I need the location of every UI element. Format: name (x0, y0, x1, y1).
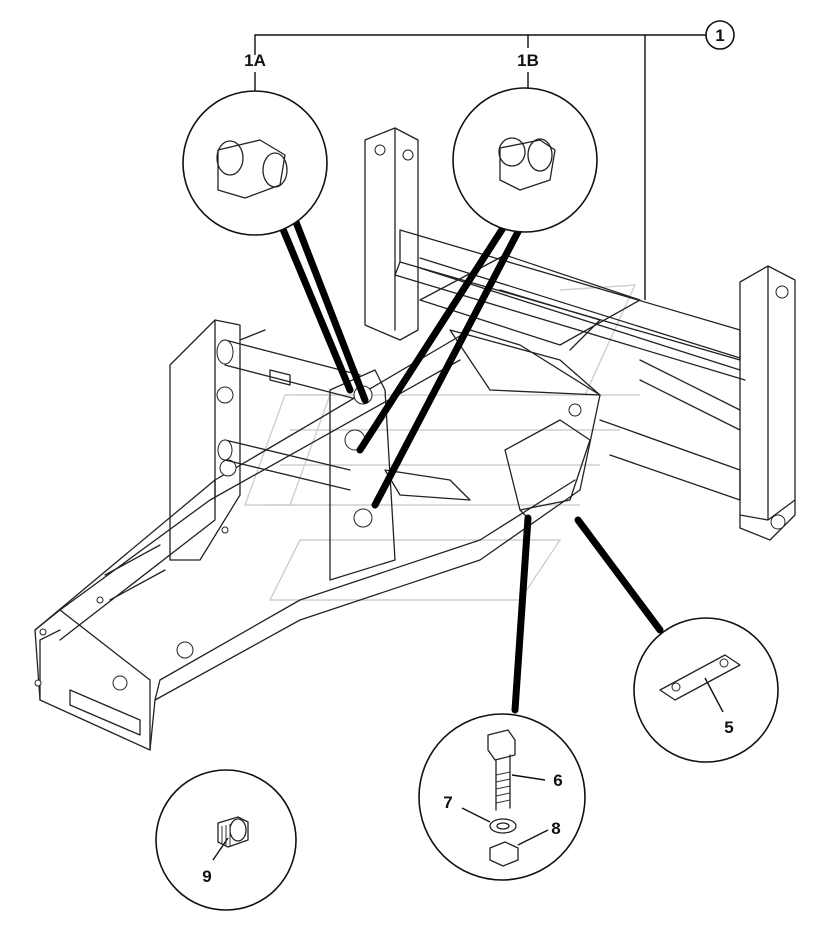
callout-label-5: 5 (724, 718, 733, 737)
callout-label-1: 1 (715, 26, 724, 45)
callout-label-1b: 1B (517, 51, 539, 70)
callout-label-1a: 1A (244, 51, 266, 70)
detail-bubble-fasteners (418, 713, 586, 881)
detail-bubble-1b (452, 87, 598, 233)
detail-bubble-plate (633, 617, 779, 763)
callout-label-6: 6 (553, 771, 562, 790)
callout-label-7: 7 (443, 793, 452, 812)
detail-bubble-plug (155, 769, 297, 911)
pointer-lines (276, 218, 664, 714)
loader-frame (34, 127, 796, 751)
callout-1-leaders (254, 34, 708, 300)
callout-label-8: 8 (551, 819, 560, 838)
detail-bubble-1a (182, 90, 328, 236)
callout-circle-1 (705, 20, 735, 50)
callout-label-9: 9 (202, 867, 211, 886)
